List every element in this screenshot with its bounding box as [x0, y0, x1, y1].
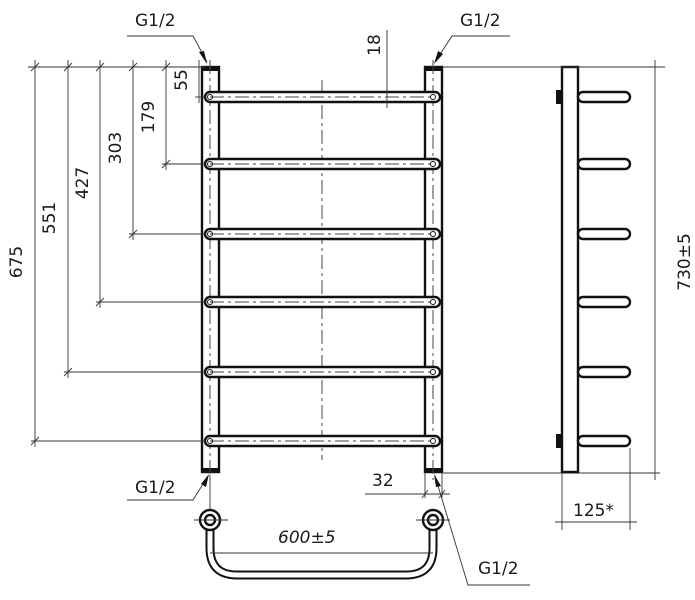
thread-leaders: G1/2 G1/2 G1/2 G1/2: [127, 11, 530, 586]
dim-55: 55: [172, 69, 192, 91]
side-rail: [576, 157, 632, 171]
dim-600: 600±5: [278, 528, 336, 548]
thread-label-top-right: G1/2: [460, 11, 501, 31]
thread-label-bottom-left: G1/2: [135, 478, 176, 498]
dim-730: 730±5: [675, 233, 695, 291]
side-plate: [560, 65, 580, 474]
dim-427: 427: [73, 167, 93, 199]
thread-label-bottom-right: G1/2: [478, 559, 519, 579]
thread-label-top-left: G1/2: [135, 11, 176, 31]
dim-675: 675: [7, 246, 27, 278]
dim-18: 18: [365, 34, 385, 56]
side-rail: [576, 434, 632, 448]
side-rail: [576, 295, 632, 309]
side-view: 730±5 125*: [442, 60, 695, 530]
side-rail: [576, 365, 632, 379]
front-view: [200, 60, 444, 480]
bottom-view: 600±5: [194, 475, 450, 580]
dim-551: 551: [40, 202, 60, 234]
dim-179: 179: [139, 101, 159, 133]
dim-303: 303: [106, 132, 126, 164]
dim-32: 32: [372, 471, 394, 491]
side-rail: [576, 227, 632, 241]
dim-125: 125*: [573, 501, 614, 521]
dimensions-left: 675 551 427 303 179 55 18: [7, 30, 388, 447]
dim-32-group: 32: [365, 471, 660, 499]
side-rail: [576, 90, 632, 104]
